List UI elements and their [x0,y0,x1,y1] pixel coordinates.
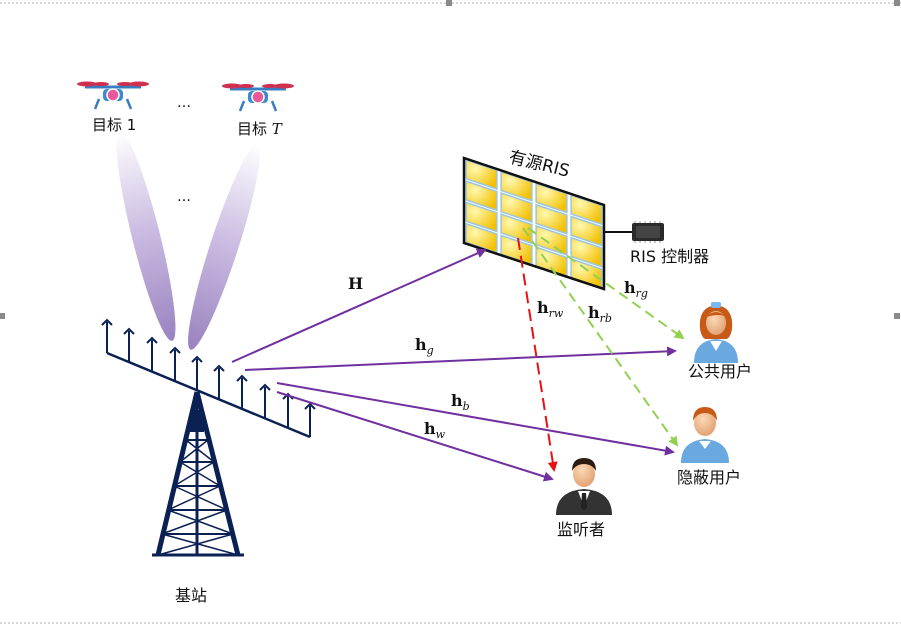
label-hb: hb [451,391,470,413]
label-hg: hg [415,335,434,357]
target-1-label: 目标 1 [92,116,136,134]
label-hrb: hrb [588,303,612,325]
ris-element [535,224,568,257]
targets-ellipsis: … [177,95,191,111]
antenna-element [169,346,181,381]
drone-icon [222,83,294,112]
ris-cells [465,158,603,290]
link-hw [276,391,554,482]
link-hb [276,382,675,456]
label-hrw: hrw [537,298,564,320]
sensing-beams [116,131,260,350]
ris-element [570,215,603,247]
channel-links [231,227,685,482]
antenna-element [101,318,113,353]
link-hg [244,346,677,371]
link-H [231,248,487,363]
beam-target-1 [116,131,176,341]
public-user-icon [694,302,738,363]
hidden-user-icon [681,407,729,463]
ris-element [500,213,533,245]
antenna-array [101,318,316,439]
ris-element [570,236,603,268]
antenna-element [236,374,248,409]
base-station-label: 基站 [175,586,207,605]
ris-panel [462,156,606,291]
antenna-element [191,355,203,390]
ris-element [465,180,498,212]
chip-icon [604,221,664,243]
ris-element [465,201,498,233]
eavesdropper-icon [556,458,612,515]
public-user-label: 公共用户 [688,362,752,381]
hidden-user-label: 隐蔽用户 [677,468,741,487]
antenna-element [123,327,135,362]
label-H: H [348,274,363,293]
antenna-element [304,402,316,437]
link-hrb [522,227,679,447]
eavesdropper-label: 监听者 [557,520,605,539]
antenna-element [213,364,225,399]
tower-icon [152,391,244,557]
label-hrg: hrg [624,278,648,300]
ris-element [535,203,568,235]
label-hw: hw [424,419,446,441]
antenna-element [146,336,158,371]
antenna-element [282,392,294,427]
beam-target-t [188,144,260,350]
drone-icon [77,81,149,110]
antenna-element [259,383,271,418]
link-hrw [517,237,558,472]
target-t-label: 目标 T [237,120,283,138]
beams-ellipsis: … [177,189,191,205]
ris-controller-label: RIS 控制器 [630,247,709,266]
ris-element [500,191,533,224]
